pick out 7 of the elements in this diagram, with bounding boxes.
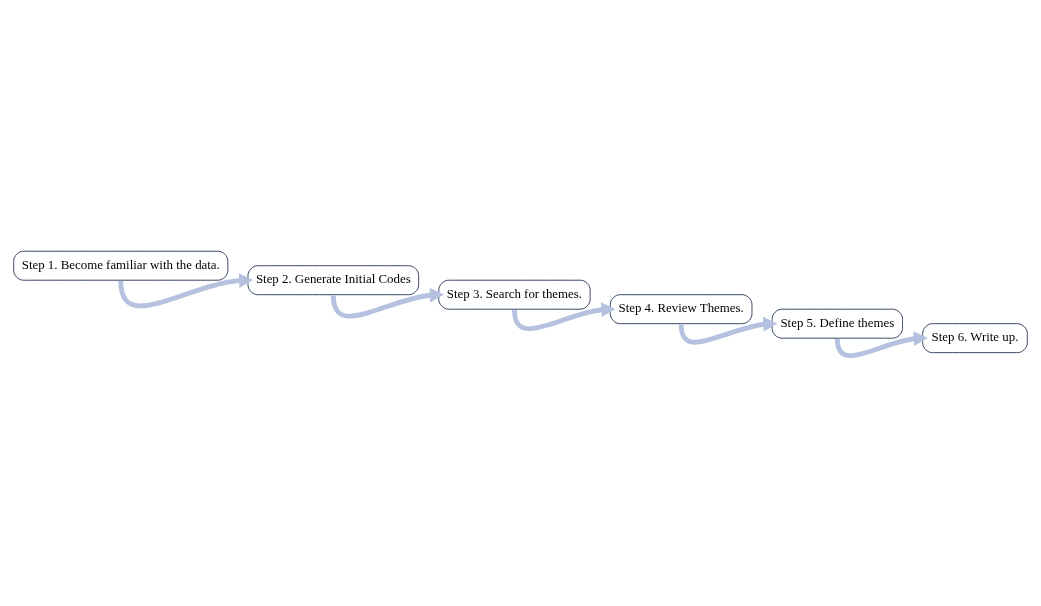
node-box: Step 3. Search for themes. [438,279,591,310]
node-box: Step 1. Become familiar with the data. [13,250,229,281]
node-box: Step 6. Write up. [922,322,1028,353]
node-box: Step 5. Define themes [771,308,903,339]
node-box: Step 4. Review Themes. [609,293,753,324]
arrow [118,272,254,308]
node-box: Step 2. Generate Initial Codes [247,264,420,295]
